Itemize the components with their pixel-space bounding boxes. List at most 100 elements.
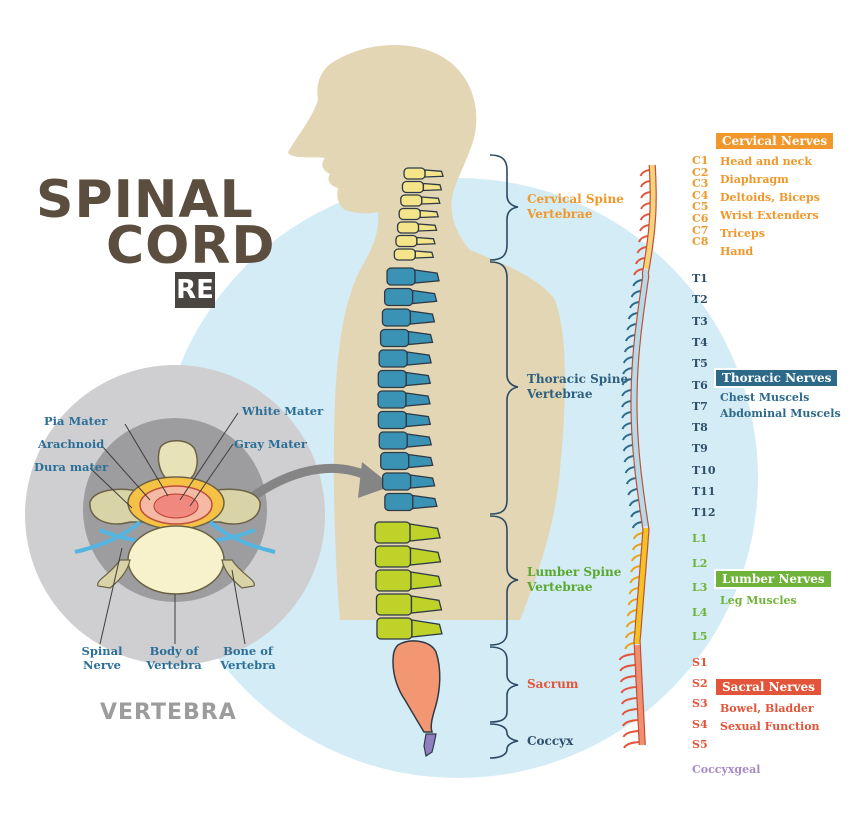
thoracic-vertebra-body (378, 431, 408, 450)
label-body-of-vertebra: Body of Vertebra (142, 644, 206, 672)
cervical-vertebra-process (419, 209, 440, 219)
nerve-level-t10: T10 (692, 463, 716, 477)
spinal-nerve-root (632, 532, 643, 540)
lumbar-vertebra (374, 521, 441, 544)
nerve-level-c7: C7 (692, 223, 709, 237)
thoracic-vertebra-process (409, 310, 436, 325)
lumbar-vertebra-process (411, 619, 443, 638)
cervical-vertebra-body (398, 207, 421, 221)
nerve-level-c1: C1 (692, 154, 709, 167)
nerve-level-t7: T7 (692, 399, 708, 413)
label-spinal-nerve-line1: Spinal (81, 644, 123, 658)
label-body-line1: Body of (149, 644, 199, 658)
thoracic-vertebra (377, 410, 432, 430)
thoracic-vertebra-process (405, 412, 432, 428)
cervical-vertebra-process (424, 169, 444, 178)
cervical-vertebra (403, 167, 444, 180)
cervical-nerve-function: Wrist Extenders (720, 209, 819, 222)
spinal-nerve-root (639, 224, 650, 232)
label-gray-mater: Gray Mater (234, 437, 307, 451)
cervical-vertebra (400, 194, 441, 207)
nerve-level-t3: T3 (692, 314, 708, 328)
region-thoracic-line2: Vertebrae (527, 387, 593, 401)
thoracic-vertebra-process (407, 330, 434, 346)
cervical-vertebra-process (421, 196, 441, 205)
spinal-nerve-root (639, 180, 651, 188)
lumbar-vertebra-body (375, 593, 413, 616)
thoracic-vertebra-body (378, 349, 408, 368)
cervical-vertebra (395, 234, 436, 248)
lumbar-vertebra-process (410, 571, 442, 590)
spinal-nerve-root (622, 367, 633, 375)
nerve-level-t1: T1 (692, 272, 708, 285)
region-cervical-line1: Cervical Spine (527, 192, 624, 206)
vertebra-leader-lines (89, 412, 246, 645)
thoracic-vertebra (384, 492, 438, 512)
thoracic-vertebra-body (381, 308, 412, 327)
nerve-level-s5: S5 (692, 738, 708, 751)
thoracic-vertebra (378, 349, 432, 368)
thoracic-vertebra-process (411, 289, 438, 305)
coccyx-shape (423, 733, 437, 757)
label-pia-mater: Pia Mater (44, 414, 108, 428)
label-dura-mater: Dura mater (34, 460, 109, 474)
cervical-vertebra (393, 248, 435, 261)
nerve-level-t6: T6 (692, 378, 708, 392)
spinal-nerve-root (624, 334, 636, 342)
label-spinal-nerve: Spinal Nerve (80, 644, 124, 672)
spinal-nerve-root (630, 290, 641, 298)
label-arachnoid: Arachnoid (38, 437, 105, 451)
cord-outline (636, 164, 657, 746)
spinal-nerve-root (631, 554, 642, 562)
spinal-nerve-root (627, 312, 638, 320)
thoracic-vertebra-process (405, 371, 432, 387)
thoracic-vertebra (378, 431, 433, 450)
spinal-nerve-root (622, 444, 633, 452)
spinal-nerve-root (625, 477, 636, 485)
label-bone-line2: Vertebra (220, 658, 276, 672)
thoracic-vertebra (381, 472, 436, 491)
spinal-nerve-root (621, 708, 638, 716)
lumbar-vertebra (375, 593, 443, 616)
region-lumbar-line1: Lumber Spine (527, 565, 622, 579)
thoracic-vertebra-process (405, 392, 431, 407)
spinal-nerve-root (618, 653, 635, 661)
thoracic-vertebra-process (409, 474, 436, 489)
sacral-nerve-function: Sexual Function (720, 720, 820, 733)
spinal-nerve-root (630, 565, 641, 573)
spinal-nerve-root (629, 576, 640, 584)
lumbar-vertebra-process (409, 547, 442, 566)
thoracic-vertebra-body (380, 451, 410, 471)
cervical-vertebra (396, 221, 438, 234)
nerve-level-l5: L5 (692, 630, 708, 643)
thoracic-vertebra-body (384, 492, 414, 512)
thoracic-nerve-function: Chest Muscels (720, 391, 810, 404)
thoracic-vertebra (383, 287, 438, 307)
nerve-level-c4: C4 (692, 188, 709, 202)
spinal-nerve-root (622, 719, 639, 727)
nerve-level-c8: C8 (692, 235, 709, 249)
cervical-nerve-function: Deltoids, Biceps (720, 191, 820, 204)
cord-lumbar (633, 527, 649, 645)
cervical-nerve-function: Head and neck (720, 155, 813, 168)
spinal-nerve-root (622, 730, 639, 738)
spinal-nerve-root (640, 191, 651, 199)
thoracic-vertebra-body (379, 328, 410, 348)
spinal-nerve-root (633, 268, 644, 276)
spinal-nerve-root (630, 510, 641, 518)
nerve-level-t2: T2 (692, 293, 708, 307)
lumbar-vertebra (374, 545, 442, 568)
thoracic-vertebra-process (408, 453, 434, 469)
spinal-nerve-root (627, 598, 638, 606)
spinal-nerve-root (620, 686, 637, 694)
cervical-vertebra-body (400, 194, 423, 207)
vertebra-illustration (74, 440, 276, 595)
spinal-nerve-root (636, 246, 647, 254)
region-cervical-line2: Vertebrae (527, 207, 593, 221)
spine-column (374, 167, 444, 640)
spinal-nerve-root (631, 543, 643, 551)
lumbar-vertebra-body (376, 617, 413, 640)
spinal-nerve-root (626, 609, 637, 617)
title-line-1: SPINAL (36, 170, 254, 230)
cord-thoracic (631, 269, 649, 527)
